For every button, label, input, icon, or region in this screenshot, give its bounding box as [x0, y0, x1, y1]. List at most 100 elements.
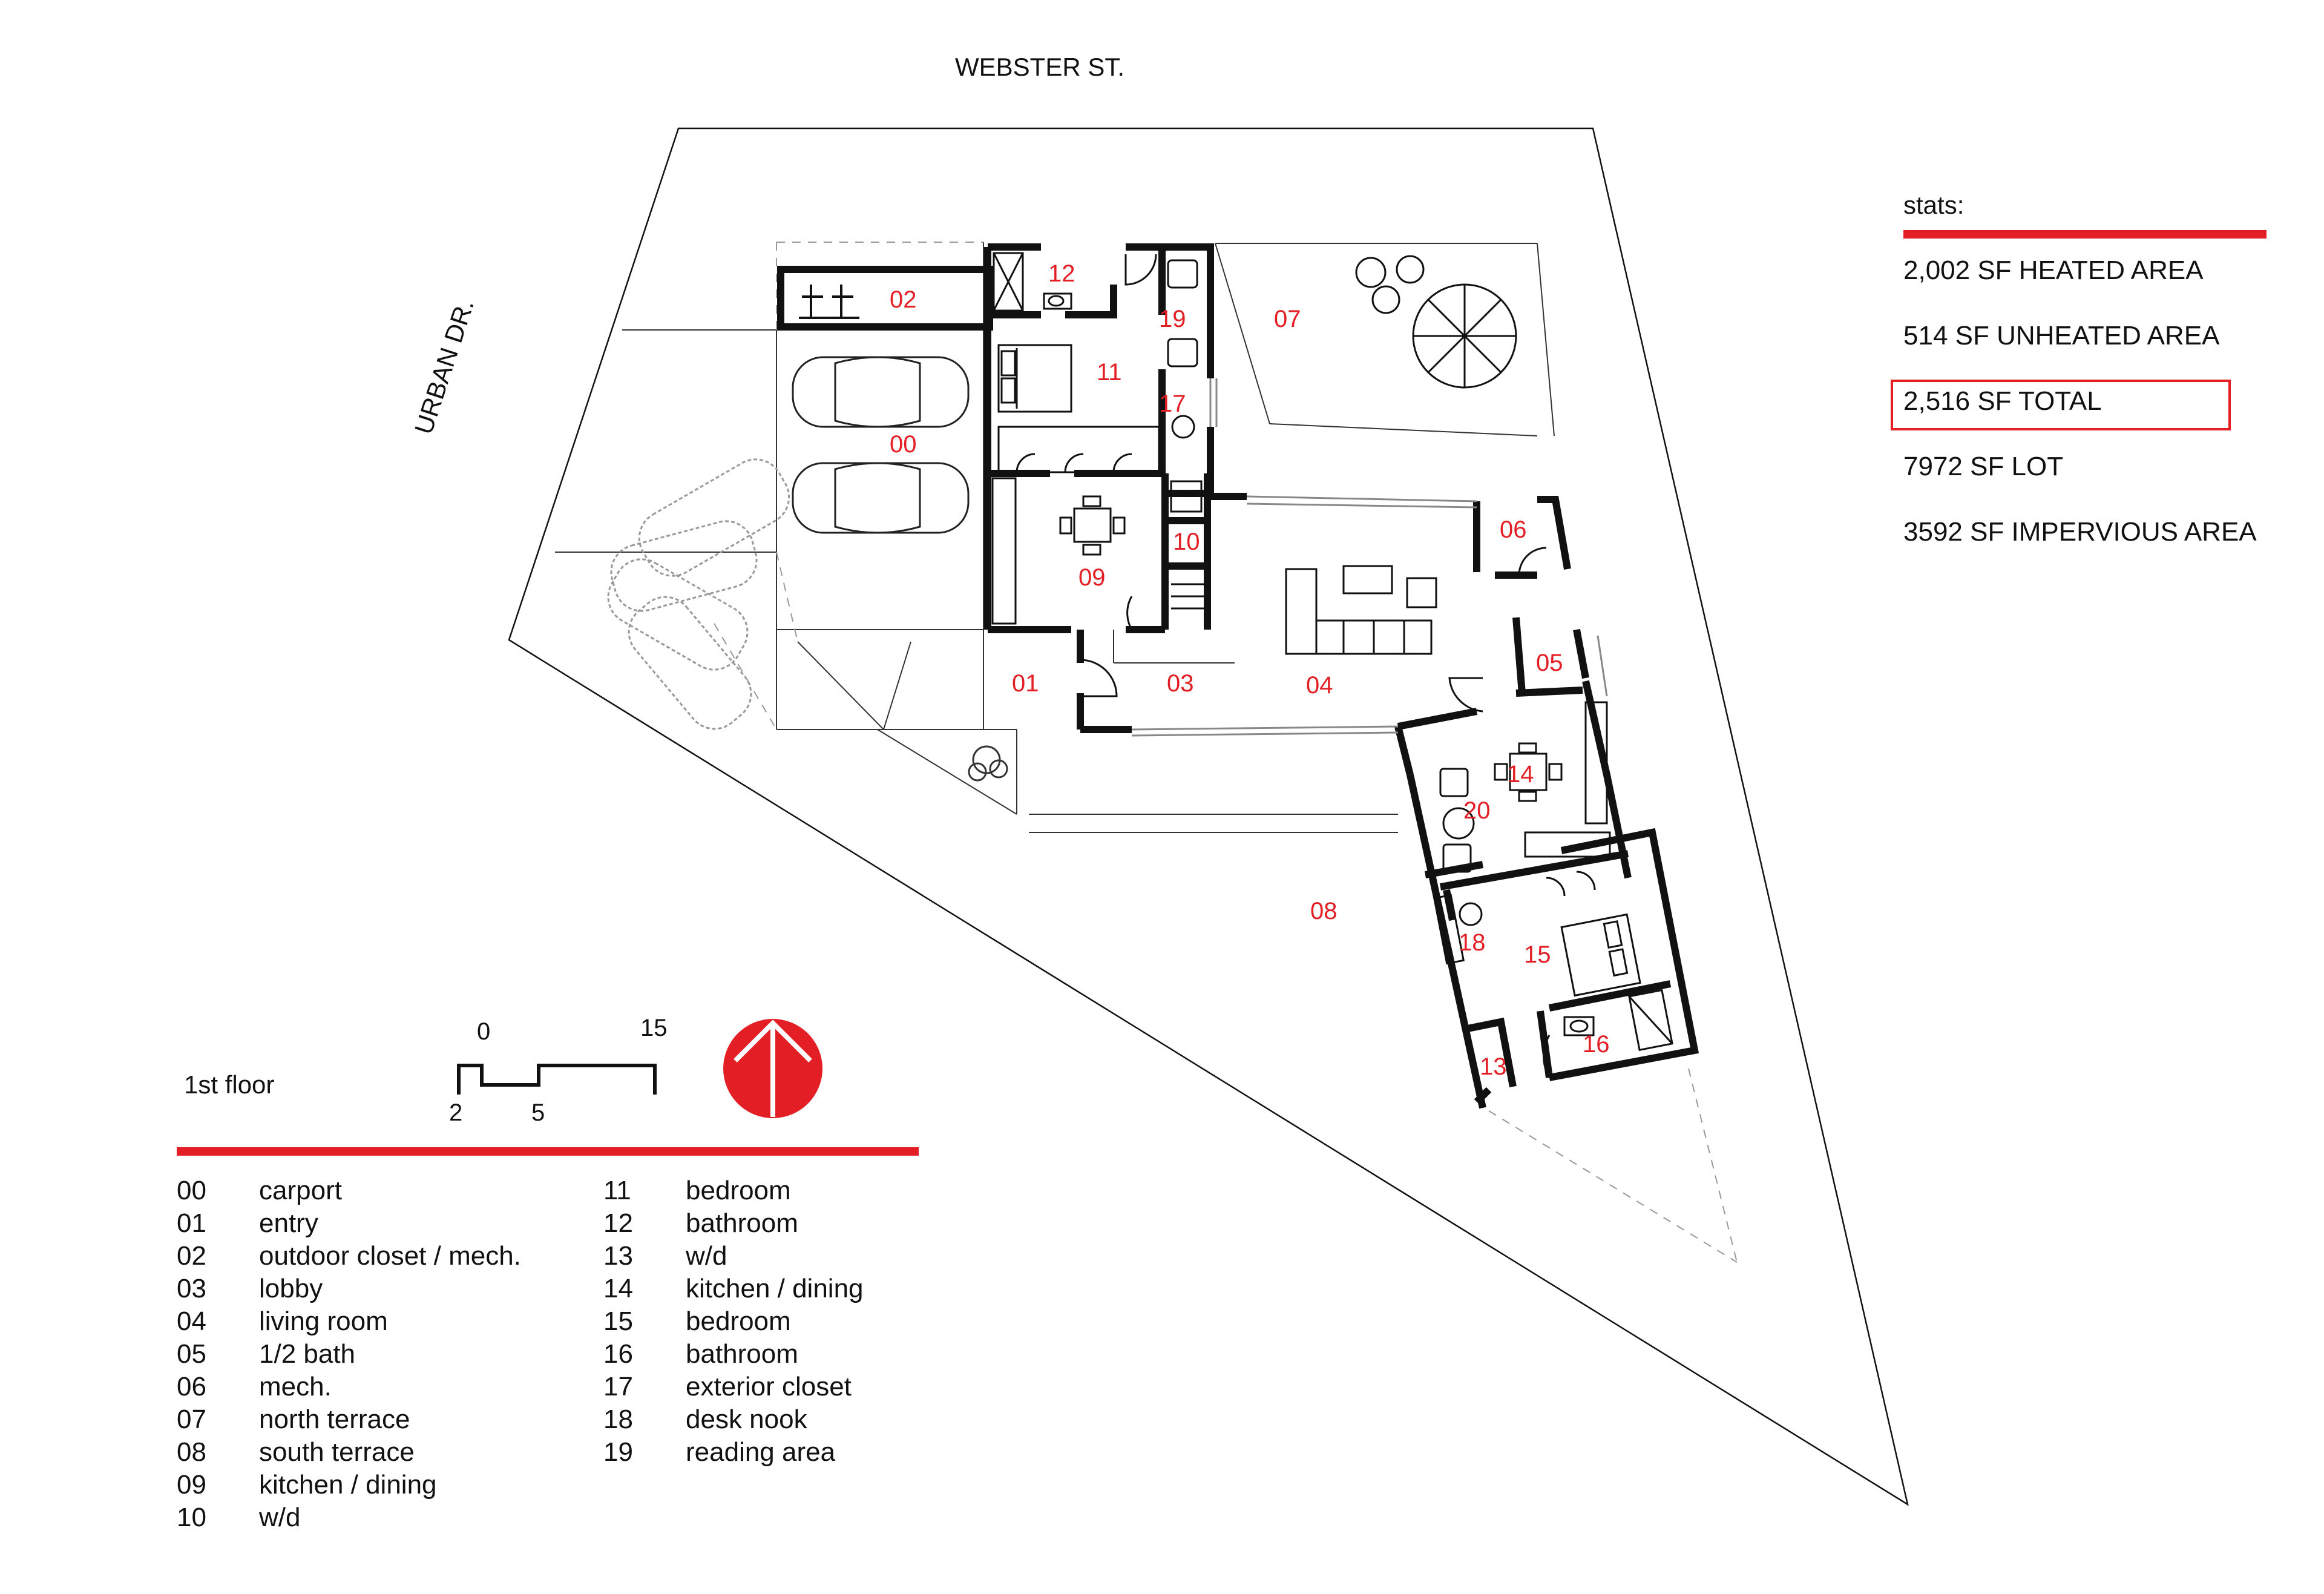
room-label: 08 [1310, 898, 1338, 924]
scale-label-5: 5 [531, 1099, 545, 1126]
lot-boundary [508, 127, 1909, 1506]
legend-item: 07 north terrace [177, 1403, 521, 1436]
legend-item: 19 reading area [603, 1436, 864, 1469]
mech-equipment-icon [799, 285, 859, 319]
room-label: 00 [890, 431, 917, 458]
wardrobe-icon [1546, 871, 1596, 897]
patio-umbrella-icon [1355, 255, 1517, 389]
room-label: 02 [890, 286, 917, 313]
legend-item: 14 kitchen / dining [603, 1273, 864, 1305]
legend-name: kitchen / dining [259, 1470, 437, 1500]
legend-left-column: 00 carport 01 entry 02 outdoor closet / mech.… [177, 1174, 521, 1534]
legend-code: 01 [177, 1208, 206, 1238]
room-label: 01 [1012, 670, 1039, 697]
legend-name: 1/2 bath [259, 1339, 356, 1369]
legend-code: 17 [603, 1372, 633, 1401]
legend-name: outdoor closet / mech. [259, 1241, 521, 1271]
room-label: 10 [1173, 529, 1200, 555]
room-label: 05 [1536, 650, 1563, 676]
legend-code: 06 [177, 1372, 206, 1401]
legend-name: lobby [259, 1274, 323, 1303]
room-label: 11 [1097, 359, 1122, 386]
legend-code: 18 [603, 1405, 633, 1434]
legend-item: 05 1/2 bath [177, 1338, 521, 1371]
legend-name: mech. [259, 1372, 332, 1401]
north-arrow-icon [723, 1019, 822, 1118]
room-label: 17 [1159, 390, 1186, 417]
legend-name: w/d [259, 1503, 301, 1532]
legend-name: w/d [686, 1241, 727, 1271]
legend-name: bedroom [686, 1306, 791, 1336]
legend-name: carport [259, 1176, 342, 1205]
stats-heading: stats: [1903, 191, 1965, 219]
legend-name: entry [259, 1208, 318, 1238]
room-label: 06 [1500, 516, 1527, 543]
room-label: 16 [1583, 1031, 1610, 1058]
room-label: 04 [1306, 672, 1333, 699]
door-swings [1080, 254, 1551, 1078]
room-label: 07 [1274, 306, 1301, 332]
legend-item: 13 w/d [603, 1240, 864, 1273]
legend-item: 09 kitchen / dining [177, 1469, 521, 1501]
room-label: 18 [1459, 929, 1486, 956]
room-numbers: 00 01 02 03 04 05 06 07 08 09 10 11 12 1… [890, 260, 1610, 1080]
street-label-west: URBAN DR. [409, 296, 479, 438]
bathroom-fixtures-icon [1563, 989, 1673, 1052]
legend-code: 09 [177, 1470, 206, 1500]
site-lines [555, 242, 1555, 833]
car-turning-icon [607, 458, 790, 730]
desk-icon [1433, 894, 1483, 965]
building-walls [984, 243, 1699, 1109]
legend-item: 15 bedroom [603, 1305, 864, 1338]
sofa-icon [1285, 565, 1437, 655]
legend-name: north terrace [259, 1405, 410, 1434]
legend-name: south terrace [259, 1437, 415, 1467]
legend-code: 14 [603, 1274, 633, 1303]
legend-name: bedroom [686, 1176, 791, 1205]
room-label: 09 [1078, 564, 1106, 591]
legend-code: 08 [177, 1437, 206, 1467]
legend-name: living room [259, 1306, 388, 1336]
stat-lot: 7972 SF LOT [1903, 452, 2064, 481]
room-label: 13 [1480, 1053, 1507, 1080]
wardrobe-icon [997, 426, 1160, 473]
scale-label-0: 0 [477, 1018, 491, 1045]
legend-code: 19 [603, 1437, 633, 1467]
scale-bar [457, 1064, 657, 1095]
legend-code: 13 [603, 1241, 633, 1271]
legend-name: kitchen / dining [686, 1274, 864, 1303]
car-icon [792, 356, 970, 534]
room-label: 15 [1524, 941, 1551, 968]
legend-name: exterior closet [686, 1372, 852, 1401]
legend-code: 15 [603, 1306, 633, 1336]
floor-label: 1st floor [184, 1070, 275, 1099]
legend-item: 06 mech. [177, 1371, 521, 1403]
scale-label-15: 15 [640, 1015, 668, 1041]
legend-item: 16 bathroom [603, 1338, 864, 1371]
kitchen-dining-icon [1439, 701, 1611, 873]
legend-code: 05 [177, 1339, 206, 1369]
legend-code: 10 [177, 1503, 206, 1532]
legend-divider [177, 1147, 919, 1156]
legend-item: 08 south terrace [177, 1436, 521, 1469]
armchair-icon [1167, 259, 1198, 439]
legend-item: 00 carport [177, 1174, 521, 1207]
room-label: 03 [1167, 670, 1194, 697]
bed-icon [1560, 913, 1641, 997]
stat-impervious-area: 3592 SF IMPERVIOUS AREA [1903, 517, 2257, 547]
legend-name: bathroom [686, 1339, 798, 1369]
legend-name: reading area [686, 1437, 836, 1467]
legend-code: 16 [603, 1339, 633, 1369]
legend-code: 12 [603, 1208, 633, 1238]
scale-label-2: 2 [449, 1099, 463, 1126]
legend-code: 07 [177, 1405, 206, 1434]
legend-code: 02 [177, 1241, 206, 1271]
legend-code: 00 [177, 1176, 206, 1205]
dining-table-icon [991, 477, 1204, 625]
